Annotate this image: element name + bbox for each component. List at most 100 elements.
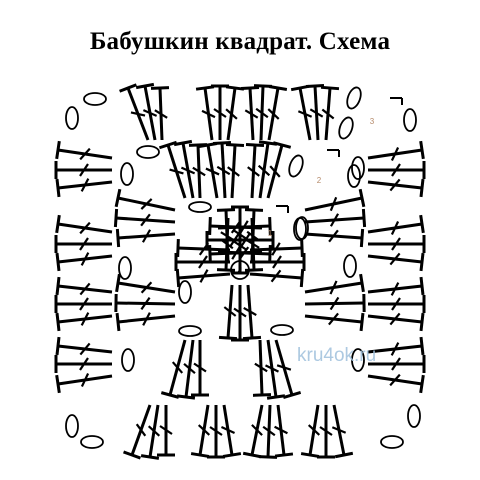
treble-slash bbox=[223, 306, 237, 317]
treble-stitch bbox=[55, 214, 113, 235]
treble-top-bar bbox=[135, 82, 155, 90]
treble-slash bbox=[225, 108, 238, 120]
treble-slash bbox=[220, 425, 236, 435]
treble-slash bbox=[272, 255, 282, 269]
chain-stitch bbox=[338, 116, 354, 140]
treble-slash bbox=[389, 373, 401, 387]
chain-stitch bbox=[288, 154, 304, 178]
treble-stitch bbox=[114, 293, 176, 313]
chain-stitch bbox=[347, 164, 361, 188]
treble-top-bar bbox=[245, 142, 265, 148]
treble-slash bbox=[154, 109, 168, 119]
treble-top-bar bbox=[419, 276, 425, 296]
treble-slash bbox=[130, 111, 146, 117]
treble-stitch bbox=[304, 293, 366, 313]
treble-top-bar bbox=[320, 85, 340, 91]
treble-stitch bbox=[274, 404, 294, 458]
treble-slash bbox=[159, 425, 173, 435]
treble-top-bar bbox=[212, 141, 232, 145]
treble-stitch bbox=[225, 85, 245, 141]
treble-stitch bbox=[174, 253, 230, 271]
chain-stitch bbox=[295, 216, 309, 240]
treble-slash bbox=[140, 296, 151, 311]
treble-stitch bbox=[367, 373, 425, 394]
treble-slash bbox=[307, 424, 321, 436]
treble-top-bar bbox=[222, 452, 242, 458]
treble-top-bar bbox=[305, 84, 325, 88]
treble-stitch bbox=[55, 276, 113, 296]
treble-slash bbox=[243, 307, 257, 316]
treble-stitch bbox=[54, 295, 112, 313]
treble-slash bbox=[79, 342, 91, 356]
treble-top-bar bbox=[216, 268, 236, 272]
treble-slash bbox=[79, 297, 89, 311]
treble-slash bbox=[79, 357, 89, 371]
treble-slash bbox=[389, 312, 401, 326]
treble-slash bbox=[198, 255, 208, 269]
treble-top-bar bbox=[299, 268, 305, 288]
treble-slash bbox=[209, 426, 223, 436]
treble-stitch bbox=[160, 339, 187, 399]
treble-slash bbox=[171, 361, 184, 374]
treble-stitch bbox=[231, 285, 249, 342]
treble-top-bar bbox=[208, 216, 212, 236]
treble-stitch bbox=[123, 404, 152, 460]
treble-top-bar bbox=[244, 208, 264, 212]
treble-stitch bbox=[212, 141, 232, 199]
treble-slash bbox=[257, 164, 271, 177]
treble-stitch bbox=[368, 355, 426, 373]
treble-top-bar bbox=[268, 244, 272, 264]
treble-top-bar bbox=[55, 374, 61, 394]
treble-slash bbox=[328, 229, 339, 243]
treble-stitch bbox=[367, 312, 425, 332]
treble-top-bar bbox=[334, 451, 354, 459]
treble-stitch bbox=[55, 252, 113, 272]
treble-slash bbox=[233, 307, 247, 318]
treble-stitch bbox=[265, 339, 286, 400]
treble-top-bar bbox=[55, 178, 61, 198]
treble-stitch bbox=[367, 178, 425, 198]
treble-stitch bbox=[55, 178, 113, 198]
treble-stitch bbox=[55, 140, 113, 161]
treble-slash bbox=[198, 242, 210, 256]
treble-stitch bbox=[267, 84, 288, 141]
treble-stitch bbox=[176, 339, 196, 400]
treble-slash bbox=[213, 108, 227, 118]
treble-slash bbox=[244, 109, 259, 119]
chain-stitch bbox=[83, 92, 107, 106]
treble-top-bar bbox=[55, 252, 61, 272]
treble-top-bar bbox=[419, 312, 425, 332]
treble-slash bbox=[389, 252, 401, 266]
treble-slash bbox=[251, 424, 263, 436]
treble-top-bar bbox=[55, 336, 61, 356]
treble-slash bbox=[192, 166, 206, 177]
treble-top-bar bbox=[115, 312, 121, 332]
treble-top-bar bbox=[272, 141, 292, 149]
chain-stitch bbox=[346, 86, 362, 110]
treble-stitch bbox=[195, 85, 216, 141]
treble-stitch bbox=[252, 339, 272, 397]
treble-top-bar bbox=[244, 268, 264, 272]
chain-stitch bbox=[351, 156, 365, 180]
treble-slash bbox=[80, 178, 90, 192]
treble-top-bar bbox=[123, 450, 141, 460]
treble-slash bbox=[199, 269, 209, 283]
treble-stitch bbox=[300, 404, 321, 458]
treble-top-bar bbox=[419, 336, 425, 356]
treble-slash bbox=[255, 107, 269, 119]
treble-stitch bbox=[190, 404, 211, 458]
treble-slash bbox=[390, 342, 400, 356]
treble-stitch bbox=[150, 86, 170, 141]
treble-top-bar bbox=[268, 216, 272, 236]
treble-stitch bbox=[55, 373, 113, 394]
treble-top-bar bbox=[55, 140, 61, 160]
chain-stitch bbox=[121, 348, 135, 372]
treble-slash bbox=[79, 163, 89, 177]
diagram-title: Бабушкин квадрат. Схема bbox=[89, 28, 391, 55]
treble-stitch bbox=[225, 142, 245, 199]
treble-stitch bbox=[368, 295, 426, 313]
chain-stitch bbox=[343, 254, 357, 278]
treble-top-bar bbox=[173, 139, 193, 147]
treble-slash bbox=[271, 242, 281, 256]
